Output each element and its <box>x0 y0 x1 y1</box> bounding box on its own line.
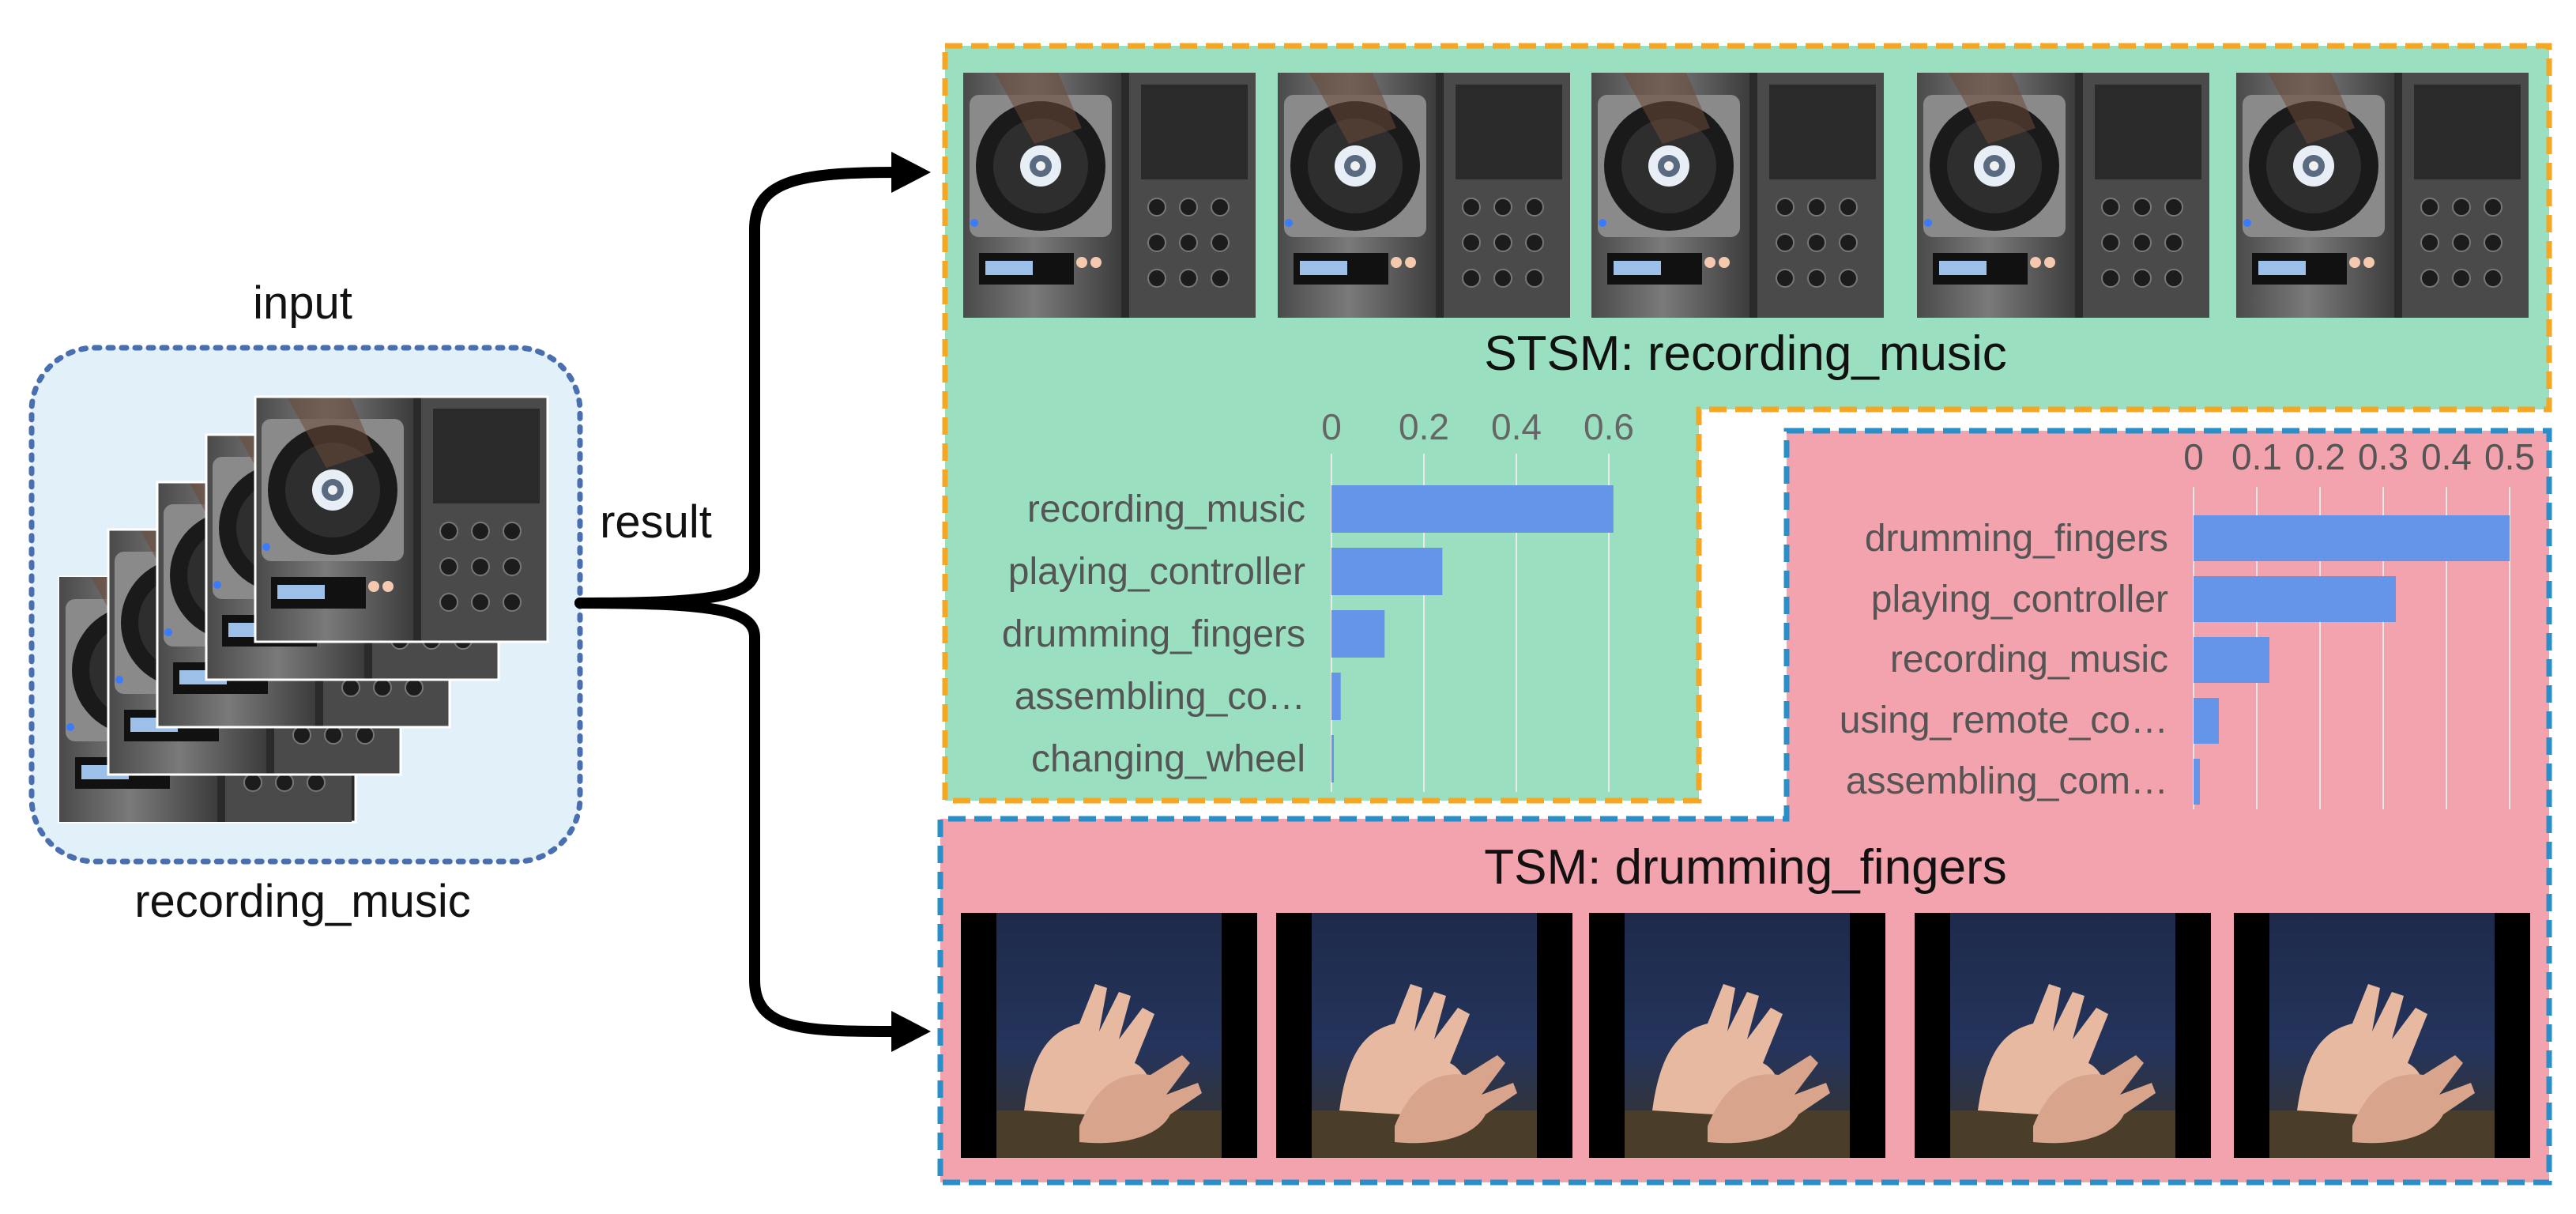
tsm-frame-3 <box>1589 913 1885 1158</box>
stsm-bar-1 <box>1331 485 1614 533</box>
tsm-chart-xticks: 0 0.1 0.2 0.3 0.4 0.5 <box>2183 436 2535 477</box>
input-label: input <box>253 277 352 329</box>
stsm-chart-bars <box>1331 485 1614 782</box>
stack-frame-5 <box>254 395 549 643</box>
tsm-bar-2 <box>2194 576 2396 622</box>
stsm-bar-3 <box>1331 610 1385 658</box>
tsm-chart-categories: drumming_fingers playing_controller reco… <box>1840 518 2168 802</box>
input-class-label: recording_music <box>134 876 471 927</box>
stsm-category-label: assembling_co… <box>1015 676 1305 718</box>
tsm-xtick: 0.4 <box>2421 436 2472 477</box>
tsm-title: TSM: drumming_fingers <box>1484 840 2007 895</box>
tsm-frame-4 <box>1915 913 2211 1158</box>
tsm-bar-4 <box>2194 698 2219 744</box>
stsm-frame-5 <box>2235 72 2529 319</box>
tsm-bar-5 <box>2194 759 2200 805</box>
tsm-frames <box>961 913 2530 1158</box>
stsm-category-label: playing_controller <box>1008 551 1305 593</box>
stsm-frame-3 <box>1591 72 1885 319</box>
stsm-xtick: 0.2 <box>1399 406 1449 447</box>
lower-arrowhead <box>891 1011 931 1052</box>
tsm-chart-bars <box>2194 515 2510 805</box>
tsm-xtick: 0.2 <box>2295 436 2345 477</box>
tsm-category-label: recording_music <box>1890 639 2168 681</box>
tsm-category-label: using_remote_co… <box>1840 699 2168 741</box>
stsm-frames <box>962 72 2529 319</box>
stsm-frame-1 <box>962 72 1256 319</box>
tsm-xtick: 0.1 <box>2231 436 2282 477</box>
tsm-bar-1 <box>2194 515 2510 561</box>
stsm-title: STSM: recording_music <box>1484 326 2007 381</box>
result-label: result <box>600 496 712 548</box>
stsm-xtick: 0.6 <box>1584 406 1634 447</box>
tsm-xtick: 0.5 <box>2484 436 2535 477</box>
brace-lower-arm <box>574 598 906 1037</box>
stsm-xtick: 0.4 <box>1491 406 1542 447</box>
tsm-bar-chart: 0 0.1 0.2 0.3 0.4 0.5 drumming_fingers p… <box>1840 436 2535 809</box>
stsm-bar-2 <box>1331 548 1443 595</box>
stsm-category-label: recording_music <box>1027 488 1305 530</box>
tsm-frame-2 <box>1276 913 1572 1158</box>
stsm-category-label: drumming_fingers <box>1002 613 1305 655</box>
tsm-bar-3 <box>2194 637 2269 683</box>
stsm-frame-2 <box>1277 72 1571 319</box>
stsm-category-label: changing_wheel <box>1031 738 1305 780</box>
stsm-bar-5 <box>1331 735 1334 782</box>
stsm-xtick: 0 <box>1321 406 1342 447</box>
tsm-category-label: drumming_fingers <box>1865 518 2168 560</box>
stsm-bar-4 <box>1331 673 1341 720</box>
tsm-xtick: 0 <box>2183 436 2204 477</box>
tsm-category-label: assembling_com… <box>1846 760 2168 802</box>
stsm-chart-categories: recording_music playing_controller drumm… <box>1002 488 1305 780</box>
stsm-chart-xticks: 0 0.2 0.4 0.6 <box>1321 406 1634 447</box>
tsm-frame-5 <box>2234 913 2530 1158</box>
tsm-frame-1 <box>961 913 1257 1158</box>
stsm-bar-chart: 0 0.2 0.4 0.6 recording_music playing_co… <box>1002 406 1634 792</box>
tsm-xtick: 0.3 <box>2358 436 2408 477</box>
input-frame-stack <box>58 395 549 824</box>
input-card: input recording_music <box>28 277 583 927</box>
upper-arrowhead <box>891 152 931 193</box>
stsm-frame-4 <box>1916 72 2210 319</box>
result-brace <box>574 167 906 1037</box>
tsm-category-label: playing_controller <box>1871 579 2168 620</box>
